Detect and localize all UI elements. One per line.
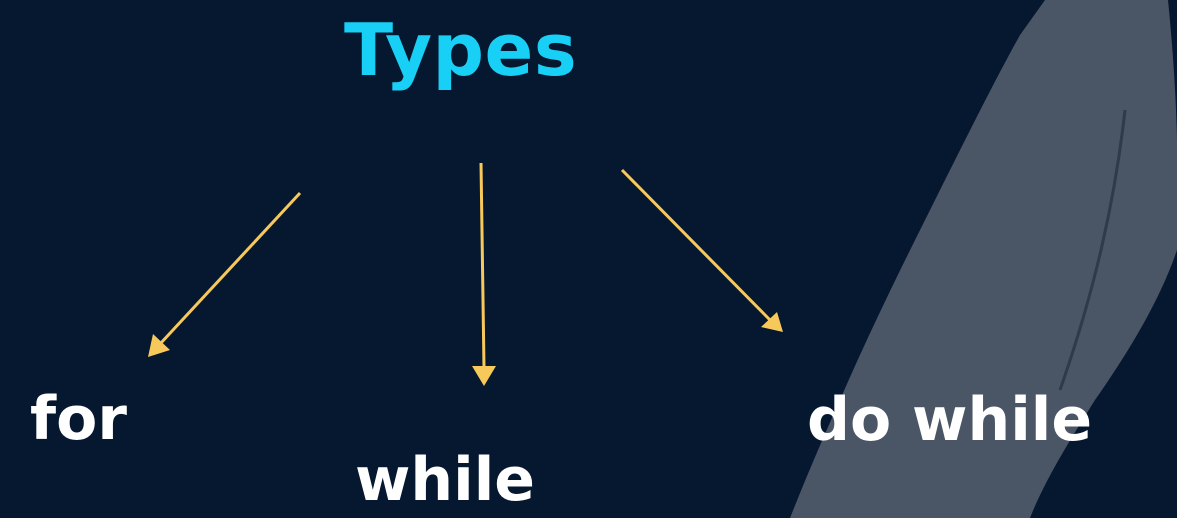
node-for: for [30,384,127,454]
node-while: while [355,445,535,515]
node-do-while: do while [807,385,1093,455]
finger-crease [1058,109,1127,391]
arrow-to-do-while-head [761,312,783,332]
arrow-to-for [158,191,302,346]
diagram-title: Types [344,8,578,92]
arrow-to-for-head [148,334,170,357]
arrow-to-while [479,162,486,369]
arrow-to-while-head [472,366,496,386]
hand-silhouette-shape [790,0,1177,518]
arrow-to-do-while [620,168,772,322]
